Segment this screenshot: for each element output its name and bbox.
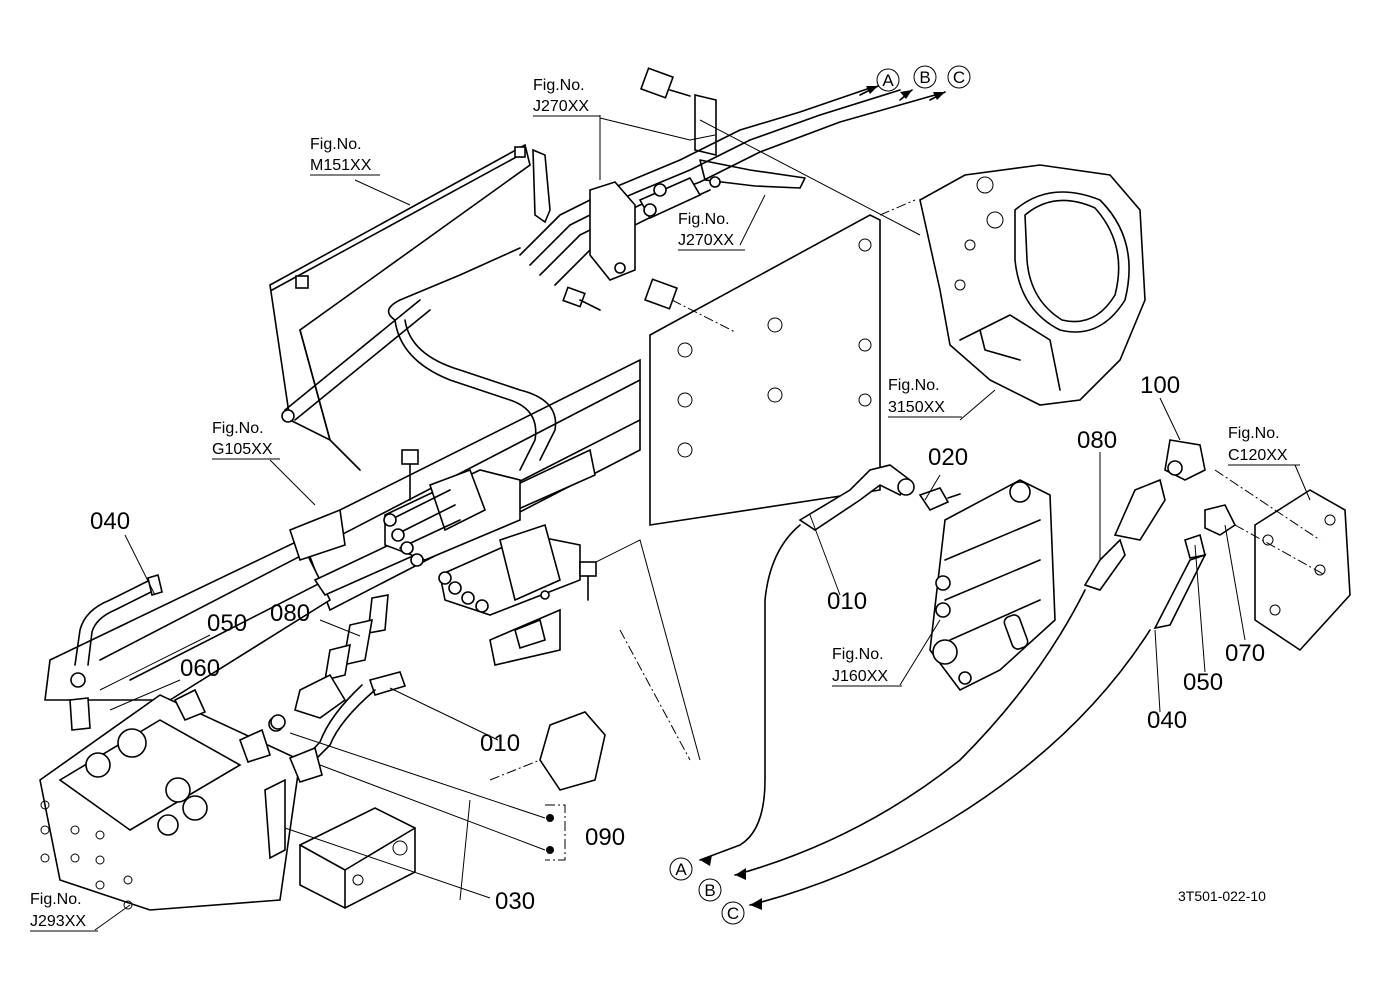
- fig-ref-j293: Fig.No. J293XX: [30, 891, 98, 932]
- fig-ref-label: Fig.No.: [1228, 425, 1280, 442]
- part-number-080-right: 080: [1077, 427, 1117, 454]
- fig-ref-label: Fig.No.: [533, 77, 585, 94]
- part-number-050-right: 050: [1183, 669, 1223, 696]
- connector-c-bottom-label: C: [727, 904, 739, 923]
- fig-ref-label: Fig.No.: [678, 211, 730, 228]
- clamp-bundle-2: [438, 523, 581, 616]
- part-number-010-left: 010: [480, 730, 520, 757]
- elbow-100: [1164, 439, 1206, 481]
- part-number-070-right: 070: [1225, 640, 1265, 667]
- connector-b-top: B: [913, 65, 937, 89]
- connector-c-top: C: [947, 65, 971, 89]
- panel-cover: [269, 143, 531, 471]
- connector-a-bottom: A: [669, 857, 693, 881]
- part-number-050-left: 050: [207, 610, 247, 637]
- part-number-090-left: 090: [585, 824, 625, 851]
- control-valve: [929, 479, 1056, 692]
- left-hose-080: [268, 594, 389, 732]
- spacer-block: [299, 807, 416, 909]
- connector-b-bottom-label: B: [704, 881, 715, 900]
- hose-080-right: [734, 478, 1166, 876]
- fig-ref-code: 3150XX: [888, 399, 945, 416]
- bracket-block: [459, 711, 606, 901]
- part-number-040-right: 040: [1147, 707, 1187, 734]
- fig-ref-3150: Fig.No. 3150XX: [888, 377, 962, 418]
- fig-ref-j160: Fig.No. J160XX: [832, 646, 902, 687]
- hose-010-right: [699, 464, 915, 861]
- connector-b-bottom: B: [698, 878, 722, 902]
- bolts: [401, 278, 736, 601]
- top-bracket-assembly: [532, 67, 806, 224]
- connector-a-bottom-label: A: [675, 860, 687, 879]
- part-number-080-left: 080: [270, 600, 310, 627]
- cover-plate: [1214, 469, 1351, 652]
- part-number-100-right: 100: [1140, 372, 1180, 399]
- fitting-020: [918, 487, 961, 512]
- part-number-030-left: 030: [495, 888, 535, 915]
- middle-hoses: [281, 247, 557, 471]
- drawing-code: 3T501-022-10: [1178, 888, 1266, 904]
- left-hose-040: [69, 573, 163, 731]
- leader-lines: [94, 117, 1311, 931]
- connector-a-top-label: A: [882, 71, 894, 90]
- part-number-020-right: 020: [928, 444, 968, 471]
- fig-ref-code: C120XX: [1228, 447, 1288, 464]
- clamp-bundle-1: [383, 468, 521, 567]
- o-ring-points: [270, 714, 566, 861]
- connector-a-top: A: [876, 68, 900, 92]
- fig-ref-code: J270XX: [678, 232, 734, 249]
- connector-c-top-label: C: [953, 68, 965, 87]
- fig-ref-label: Fig.No.: [212, 420, 264, 437]
- fig-ref-code: J160XX: [832, 668, 888, 685]
- fig-ref-c120: Fig.No. C120XX: [1228, 425, 1300, 466]
- fig-ref-code: G105XX: [212, 441, 273, 458]
- part-number-010-right: 010: [827, 588, 867, 615]
- connector-c-bottom: C: [721, 901, 745, 925]
- fig-ref-label: Fig.No.: [310, 136, 362, 153]
- fig-ref-code: M151XX: [310, 157, 372, 174]
- transmission-housing: [919, 164, 1146, 406]
- fig-ref-label: Fig.No.: [832, 646, 884, 663]
- fig-ref-label: Fig.No.: [30, 891, 82, 908]
- connector-arrows: [700, 85, 946, 910]
- left-hose-010: [288, 671, 407, 783]
- fig-ref-g105: Fig.No. G105XX: [212, 420, 280, 460]
- fig-ref-code: J293XX: [30, 913, 86, 930]
- connector-b-top-label: B: [919, 68, 930, 87]
- fig-ref-code: J270XX: [533, 98, 589, 115]
- fig-ref-j270-top: Fig.No. J270XX: [533, 77, 600, 117]
- fig-ref-m151: Fig.No. M151XX: [310, 136, 380, 176]
- fig-ref-j270-mid: Fig.No. J270XX: [678, 211, 745, 251]
- left-valve-block: [39, 688, 301, 911]
- part-number-060-left: 060: [180, 655, 220, 682]
- part-number-040-left: 040: [90, 508, 130, 535]
- upper-hose-bundle: [519, 87, 936, 286]
- fig-ref-label: Fig.No.: [888, 377, 940, 394]
